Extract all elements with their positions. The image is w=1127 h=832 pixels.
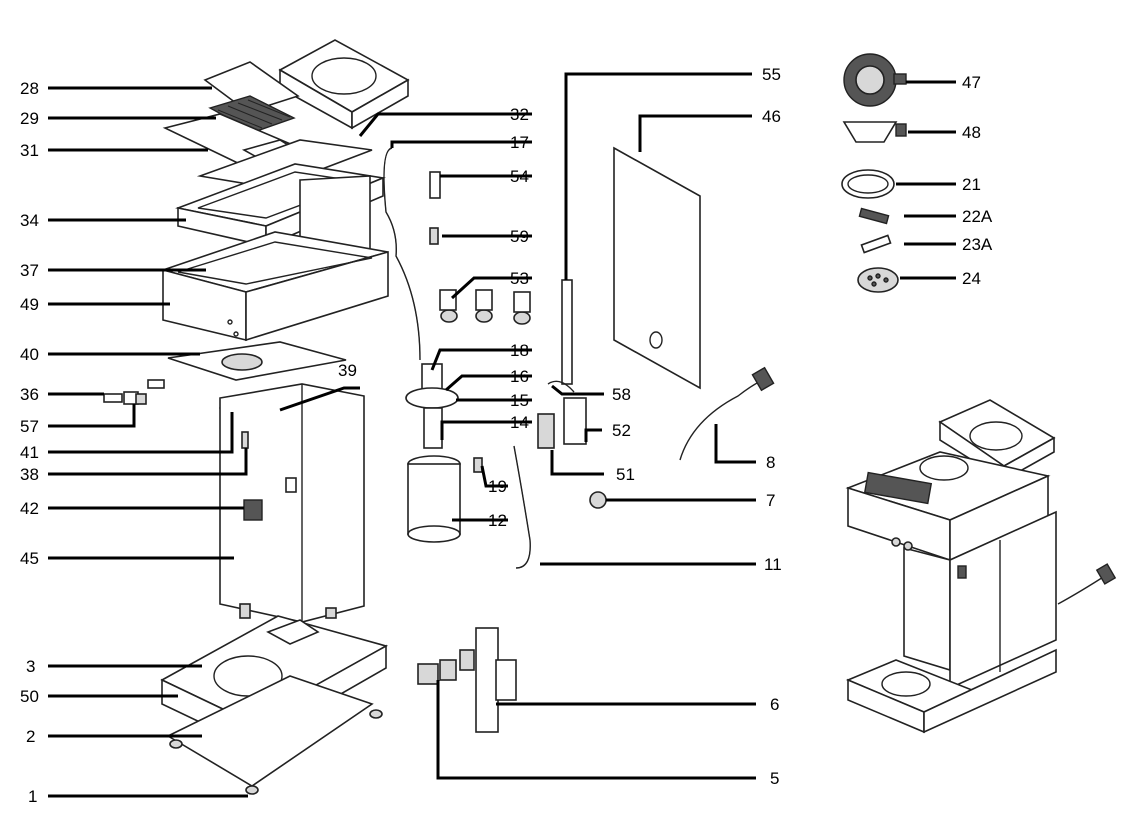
part-6-switch-bracket	[417, 627, 517, 733]
callout-45: 45	[20, 549, 39, 568]
callout-31: 31	[20, 141, 39, 160]
callout-49: 49	[20, 295, 39, 314]
top-warmer-assembly	[278, 39, 410, 130]
callout-11: 11	[764, 555, 782, 574]
part-8-power-cord	[679, 366, 775, 461]
callout-37: 37	[20, 261, 39, 280]
callout-50: 50	[20, 687, 39, 706]
part-36-57-fittings	[103, 379, 165, 405]
part-48-funnel-side	[842, 121, 907, 143]
part-17-hose	[383, 147, 421, 361]
part-54-fitting	[429, 171, 441, 199]
callout-7: 7	[766, 491, 775, 510]
part-40-base-plate	[167, 341, 347, 381]
callout-32: 32	[510, 105, 529, 124]
callout-46: 46	[762, 107, 781, 126]
part-2-bottom-plate	[166, 675, 374, 787]
part-22a-clip	[858, 207, 890, 225]
callout-40: 40	[20, 345, 39, 364]
callout-1: 1	[28, 787, 37, 806]
part-7-knob	[589, 491, 607, 509]
callout-8: 8	[766, 453, 775, 472]
callout-21: 21	[962, 175, 981, 194]
callout-41: 41	[20, 443, 39, 462]
callout-6: 6	[770, 695, 779, 714]
callout-18: 18	[510, 341, 529, 360]
callout-17: 17	[510, 133, 529, 152]
callout-52: 52	[612, 421, 631, 440]
part-59-valve	[429, 227, 439, 245]
callout-2: 2	[26, 727, 35, 746]
part-49-tank	[160, 175, 389, 342]
part-51-solenoid-assembly	[537, 380, 587, 449]
assembled-brewer	[845, 399, 1117, 734]
callout-42: 42	[20, 499, 39, 518]
callout-54: 54	[510, 167, 529, 186]
callout-53: 53	[510, 269, 529, 288]
callout-23a: 23A	[962, 235, 993, 254]
callout-3: 3	[26, 657, 35, 676]
part-feet	[239, 603, 337, 619]
part-12-heater-tank	[405, 363, 461, 543]
part-47-funnel-top	[843, 53, 907, 107]
callout-47: 47	[962, 73, 981, 92]
callout-38: 38	[20, 465, 39, 484]
part-45-body	[219, 383, 365, 623]
part-11-tube	[513, 445, 531, 569]
part-24-sprayhead	[857, 267, 899, 293]
callout-14: 14	[510, 413, 529, 432]
callout-39: 39	[338, 361, 357, 380]
leader-lines	[48, 72, 956, 798]
callout-15: 15	[510, 391, 529, 410]
callout-34: 34	[20, 211, 39, 230]
callout-51: 51	[616, 465, 635, 484]
callout-29: 29	[20, 109, 39, 128]
callout-55: 55	[762, 65, 781, 84]
callout-19: 19	[488, 477, 507, 496]
callout-24: 24	[962, 269, 981, 288]
part-19-clip	[473, 457, 483, 473]
part-1-foot	[169, 709, 383, 795]
callout-59: 59	[510, 227, 529, 246]
callout-labels: 28 29 31 34 37 49 40 36 57 41 38 42 45 3…	[20, 65, 993, 806]
callout-28: 28	[20, 79, 39, 98]
callout-58: 58	[612, 385, 631, 404]
callout-48: 48	[962, 123, 981, 142]
part-53-valves	[439, 289, 531, 325]
part-21-gasket	[841, 169, 895, 199]
callout-22a: 22A	[962, 207, 993, 226]
callout-5: 5	[770, 769, 779, 788]
part-55-sight-tube	[561, 279, 573, 385]
callout-16: 16	[510, 367, 529, 386]
callout-12: 12	[488, 511, 507, 530]
part-23a-shim	[860, 234, 892, 254]
callout-57: 57	[20, 417, 39, 436]
part-46-side-panel	[613, 146, 701, 390]
callout-36: 36	[20, 385, 39, 404]
